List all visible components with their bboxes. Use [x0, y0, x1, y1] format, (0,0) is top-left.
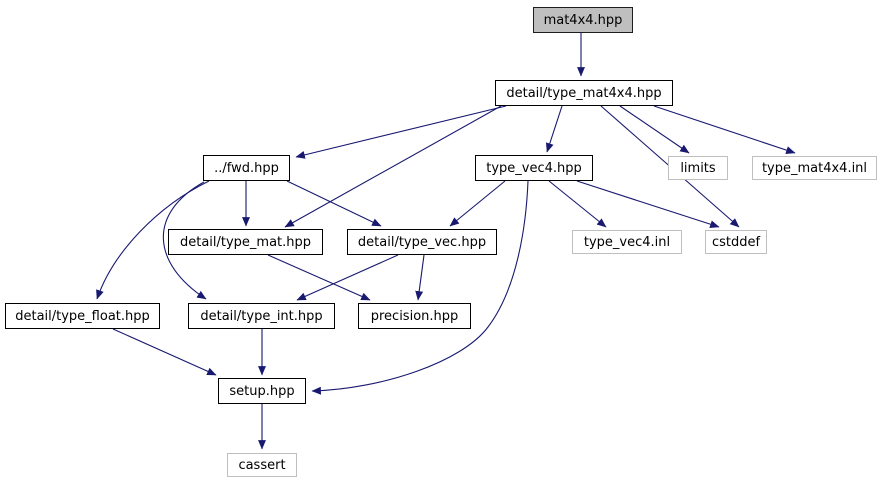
node-detail-type_vec-hpp[interactable]: detail/type_vec.hpp: [347, 229, 497, 255]
node-type_vec4-inl: type_vec4.inl: [572, 230, 682, 254]
edge-type_float-to-setup: [112, 328, 217, 376]
edge-type_mat4x4-to-type_mat: [284, 105, 502, 228]
edge-type_mat4x4-to-fwd: [295, 105, 507, 159]
node-detail-type_mat-hpp[interactable]: detail/type_mat.hpp: [168, 229, 323, 255]
edge-type_vec4-to-type_vec4_inl: [548, 180, 607, 228]
edge-type_vec4-to-type_vec: [449, 180, 506, 227]
node-detail-type_float-hpp[interactable]: detail/type_float.hpp: [5, 303, 160, 329]
node-type_mat4x4-inl: type_mat4x4.inl: [752, 156, 877, 180]
edge-type_mat4x4-to-type_mat4x4_inl: [653, 105, 796, 154]
edge-fwd-to-type_vec: [286, 180, 382, 227]
node-type_vec4-hpp[interactable]: type_vec4.hpp: [475, 155, 593, 181]
edge-type_vec4-to-setup: [311, 180, 529, 395]
edge-type_mat4x4-to-limits: [619, 105, 690, 154]
node-limits: limits: [668, 156, 728, 180]
edge-type_vec-to-type_int: [296, 254, 399, 301]
edge-type_vec4-to-cstddef: [576, 180, 720, 229]
node-setup-hpp[interactable]: setup.hpp: [218, 378, 306, 404]
edge-type_mat-to-precision: [267, 254, 371, 301]
edge-type_vec-to-precision: [415, 254, 425, 301]
node-fwd-hpp[interactable]: ../fwd.hpp: [203, 155, 290, 181]
edge-type_mat4x4-to-type_vec4: [545, 105, 563, 153]
node-detail-type_mat4x4-hpp[interactable]: detail/type_mat4x4.hpp: [495, 80, 673, 106]
node-mat4x4-hpp: mat4x4.hpp: [533, 7, 633, 33]
node-detail-type_int-hpp[interactable]: detail/type_int.hpp: [188, 303, 335, 329]
edge-fwd-to-type_int: [162, 181, 207, 300]
node-cstddef: cstddef: [705, 230, 767, 254]
node-precision-hpp[interactable]: precision.hpp: [358, 303, 471, 329]
node-cassert: cassert: [227, 453, 297, 477]
